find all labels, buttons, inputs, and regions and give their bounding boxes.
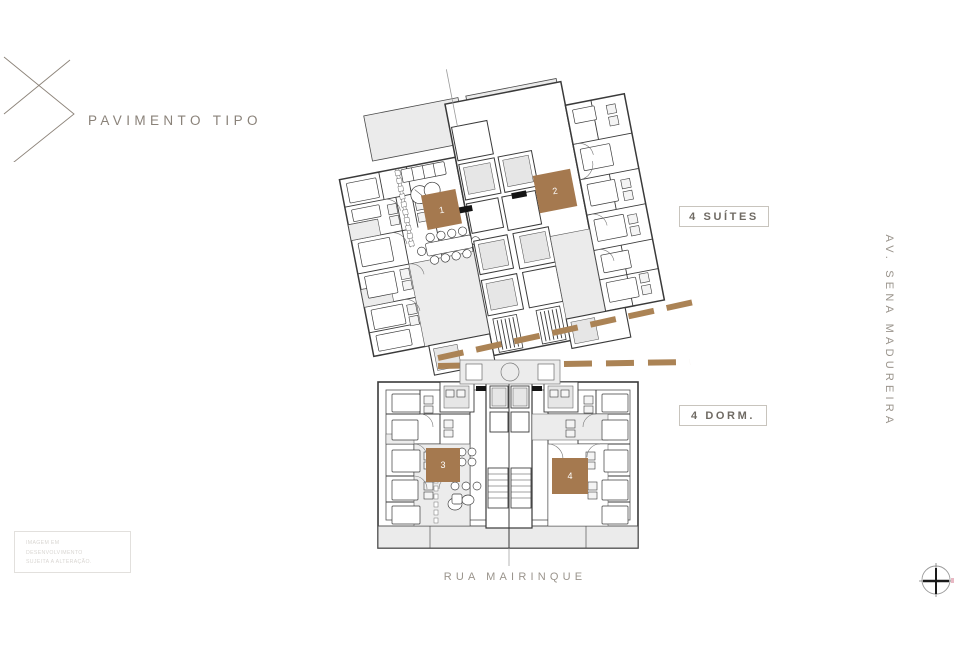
unit-marker-3[interactable]: 3 — [426, 448, 460, 482]
unit-marker-4[interactable]: 4 — [552, 458, 588, 494]
disclaimer-box: IMAGEM EM DESENVOLVIMENTO SUJEITA A ALTE… — [14, 531, 131, 573]
page-title: PAVIMENTO TIPO — [88, 113, 262, 128]
street-label-rua-mairinque: RUA MAIRINQUE — [443, 571, 587, 583]
plan-connector — [459, 359, 561, 385]
unit-marker-1-label: 1 — [438, 204, 445, 215]
street-label-av-sena-madureira: AV. SENA MADUREIRA — [883, 234, 895, 428]
callout-4-suites-label: 4 SUÍTES — [689, 210, 759, 223]
unit-marker-1[interactable]: 1 — [420, 188, 463, 231]
unit-marker-3-label: 3 — [440, 460, 446, 470]
disclaimer-line-2: DESENVOLVIMENTO — [26, 549, 83, 556]
compass-rose — [918, 562, 955, 598]
disclaimer-line-1: IMAGEM EM — [26, 540, 60, 546]
brand-logo — [2, 52, 92, 171]
floorplan-lower — [377, 381, 639, 566]
callout-4-suites[interactable]: 4 SUÍTES — [679, 206, 769, 227]
callout-4-dorm[interactable]: 4 DORM. — [679, 405, 767, 426]
unit-marker-2-label: 2 — [551, 185, 559, 197]
unit-marker-2[interactable]: 2 — [532, 168, 578, 214]
callout-4-dorm-label: 4 DORM. — [690, 409, 756, 422]
floorplan-upper — [338, 69, 666, 376]
disclaimer-line-3: SUJEITA A ALTERAÇÃO. — [26, 559, 92, 566]
dashed-street-lines — [437, 299, 695, 369]
compass-rose-icon — [919, 563, 955, 597]
chevron-x-logo — [3, 56, 75, 171]
unit-marker-4-label: 4 — [567, 471, 573, 481]
